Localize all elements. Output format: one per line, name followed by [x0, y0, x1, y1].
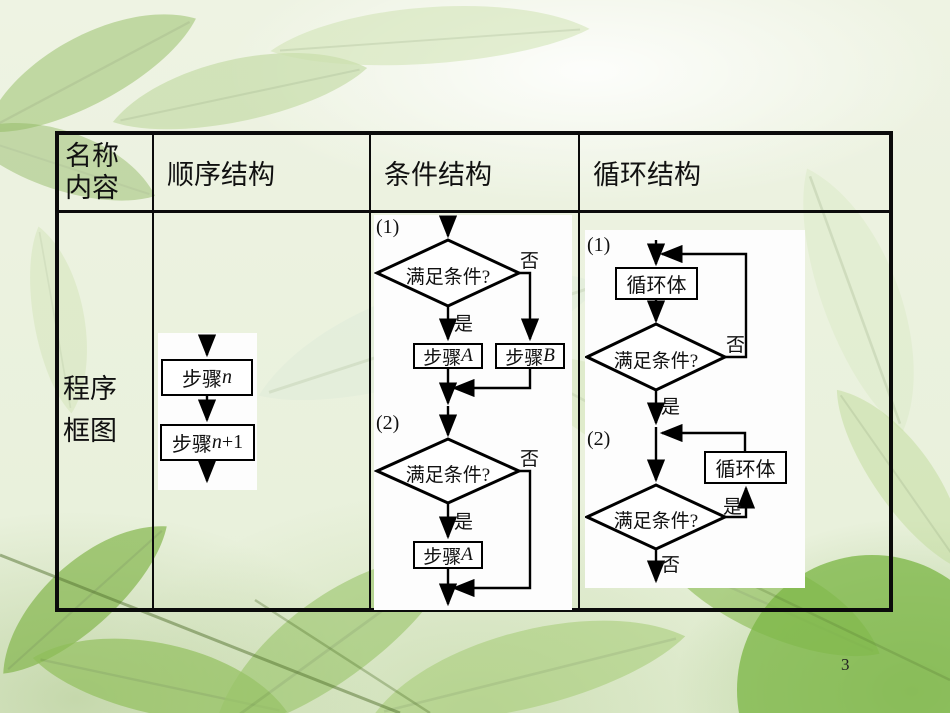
- header-cell-loop: 循环结构: [580, 135, 889, 213]
- decision-condition-2: 满足条件?: [405, 465, 491, 486]
- flow-lines: [197, 334, 217, 484]
- part-label-2: (2): [587, 428, 611, 450]
- no-label-2: 否: [661, 555, 681, 576]
- part-label-1: (1): [376, 216, 400, 238]
- corner-label-bottom: 内容: [65, 172, 119, 203]
- decision-condition-2: 满足条件?: [613, 511, 699, 532]
- yes-label-2: 是: [723, 497, 743, 518]
- loop-body-box-2: 循环体: [704, 451, 787, 484]
- body-cell-sequential: [154, 213, 371, 608]
- row-label-flowchart: 程序 框图: [59, 213, 154, 608]
- flowchart-loop: (1) 循环体 满足条件? 否 是 (2) 循环体 满足条件? 是 否: [585, 230, 805, 588]
- corner-label-top: 名称: [65, 140, 119, 171]
- no-label-2: 否: [520, 449, 540, 470]
- decision-condition-1: 满足条件?: [613, 351, 699, 372]
- header-cell-conditional: 条件结构: [371, 135, 580, 213]
- header-cell-sequential: 顺序结构: [154, 135, 371, 213]
- yes-label-1: 是: [661, 397, 681, 418]
- no-label-1: 否: [520, 251, 540, 272]
- part-label-2: (2): [376, 412, 400, 434]
- page-number: 3: [841, 655, 850, 674]
- loop-body-box-1: 循环体: [615, 267, 698, 300]
- part-label-1: (1): [587, 234, 611, 256]
- flow-lines: [374, 215, 540, 607]
- yes-label-1: 是: [454, 314, 474, 335]
- body-cell-conditional: [371, 213, 580, 608]
- yes-label-2: 是: [454, 512, 474, 533]
- decision-condition-1: 满足条件?: [405, 267, 491, 288]
- structures-table: 名称 内容 顺序结构 条件结构 循环结构 程序 框图: [55, 131, 893, 612]
- no-label-1: 否: [726, 335, 746, 356]
- header-cell-name-content: 名称 内容: [59, 135, 154, 213]
- flow-lines: [585, 240, 756, 584]
